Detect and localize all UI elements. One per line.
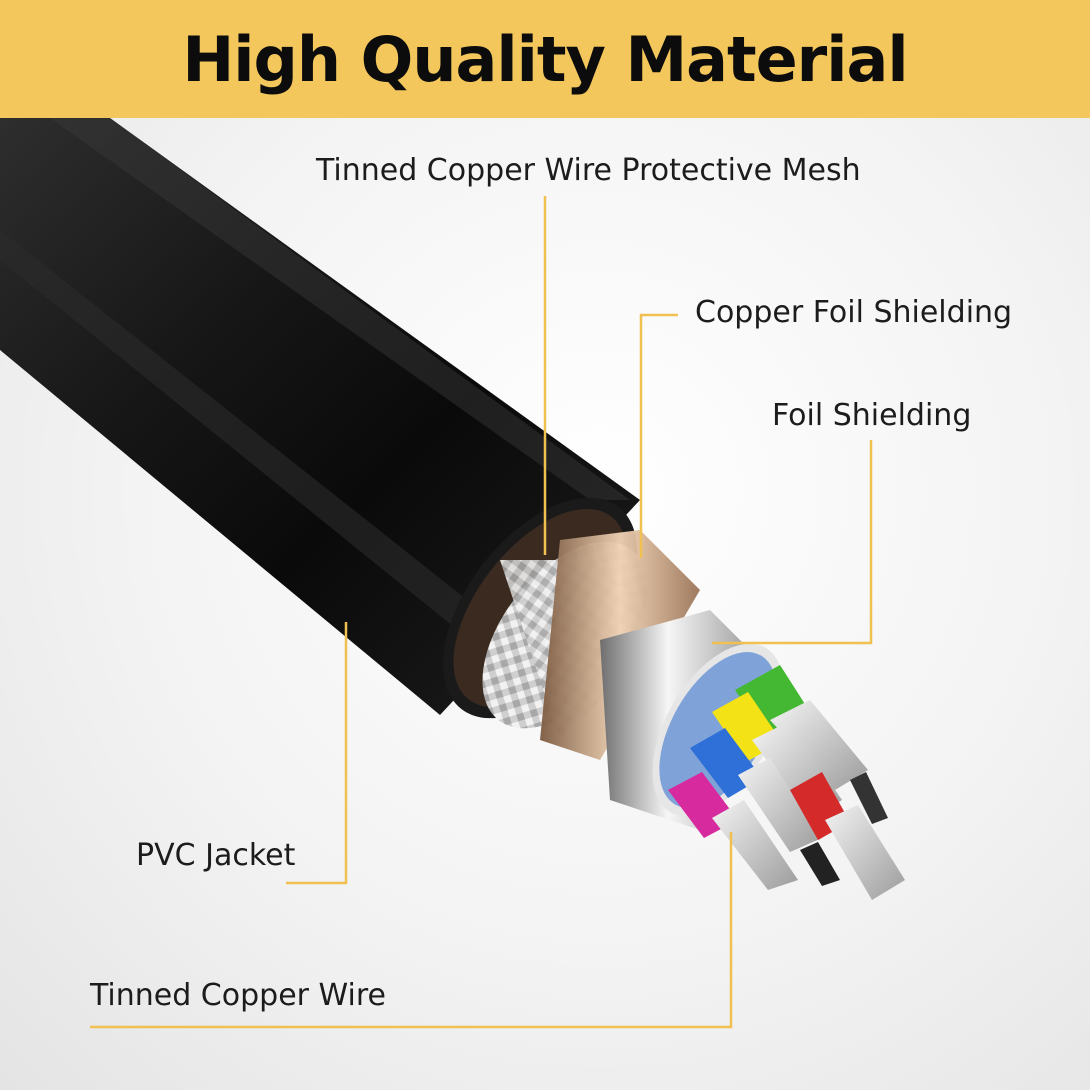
title-banner: High Quality Material bbox=[0, 0, 1090, 118]
strand-magenta bbox=[668, 772, 798, 890]
label-jacket: PVC Jacket bbox=[136, 838, 296, 873]
label-mesh: Tinned Copper Wire Protective Mesh bbox=[316, 153, 861, 188]
leader-foil bbox=[712, 440, 873, 645]
cable-illustration bbox=[0, 118, 905, 1029]
leader-lines bbox=[90, 196, 873, 1029]
label-copper-foil: Copper Foil Shielding bbox=[695, 295, 1013, 330]
leader-jacket bbox=[286, 622, 348, 885]
page-title: High Quality Material bbox=[182, 22, 908, 96]
strand-red bbox=[790, 772, 905, 900]
conductors bbox=[668, 665, 905, 900]
strand-blue bbox=[690, 728, 822, 852]
label-foil: Foil Shielding bbox=[772, 398, 972, 433]
leader-copper-foil bbox=[639, 313, 678, 558]
label-wire: Tinned Copper Wire bbox=[90, 978, 386, 1013]
leader-wire bbox=[90, 832, 733, 1029]
